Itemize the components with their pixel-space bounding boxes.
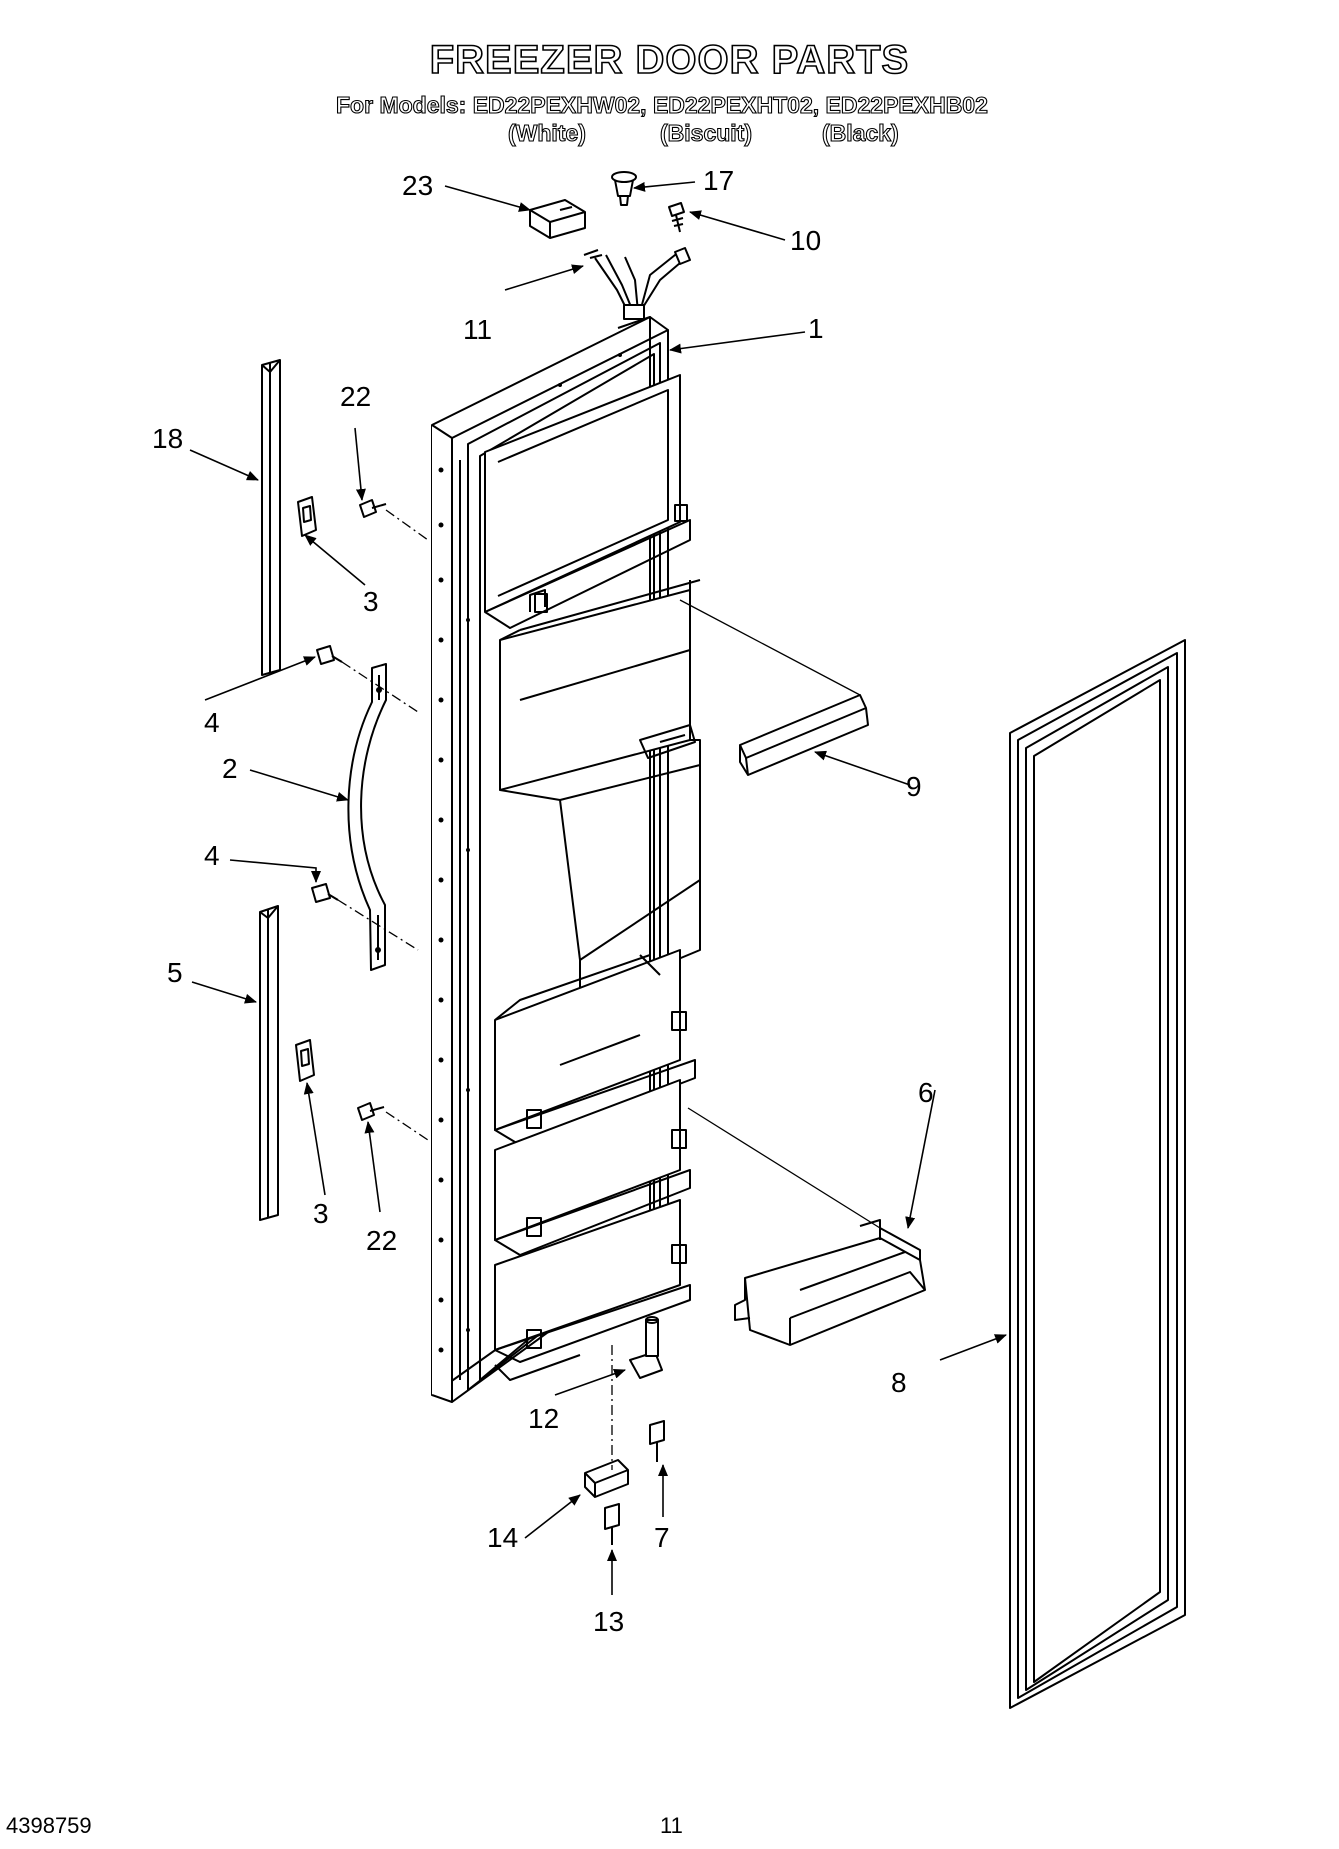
part-9-channel [739,694,869,776]
part-3-clip-top [297,496,317,537]
models-line: For Models: ED22PEXHW02, ED22PEXHT02, ED… [335,91,988,118]
document-number: 4398759 [6,1813,92,1838]
callout-3-bottom: 3 [313,1198,329,1229]
part-7-screw [649,1420,665,1462]
part-2-handle [347,663,387,971]
color-label-white: (White) [507,119,586,146]
part-11-wire-harness [583,247,691,320]
callout-5: 5 [167,957,183,988]
door-liner [484,374,701,1381]
page-number: 11 [660,1813,683,1838]
part-12-hinge [629,1316,663,1379]
part-10-screw [668,202,685,233]
part-8-gasket [1009,639,1186,1709]
callout-22-bottom: 22 [366,1225,397,1256]
part-3-clip-bottom [295,1039,315,1082]
part-18-trim [261,359,281,676]
callout-9: 9 [906,771,922,802]
part-17-plug [611,171,637,206]
callout-11: 11 [463,314,492,345]
callout-7: 7 [654,1522,670,1553]
callout-4-bottom: 4 [204,840,220,871]
part-14-hinge-block [584,1459,629,1498]
callout-3-top: 3 [363,586,379,617]
callout-labels: 23 17 10 11 1 22 18 3 4 2 9 4 5 6 3 22 8… [152,165,934,1637]
part-22-screw-bottom [357,1102,385,1121]
callout-22-top: 22 [340,381,371,412]
color-label-black: (Black) [821,119,899,146]
callout-17: 17 [703,165,734,196]
callout-10: 10 [790,225,821,256]
part-5-trim [259,905,279,1221]
part-4-screw-top [316,645,343,665]
callout-6: 6 [918,1077,934,1108]
callout-1: 1 [808,313,824,344]
color-label-biscuit: (Biscuit) [659,119,752,146]
door-rivets [438,353,622,1353]
callout-18: 18 [152,423,183,454]
part-23-connector [529,199,586,239]
callout-13: 13 [593,1606,624,1637]
callout-12: 12 [528,1403,559,1434]
callout-8: 8 [891,1367,907,1398]
callout-4-top: 4 [204,707,220,738]
part-13-screw [604,1503,620,1545]
part-6-bin [734,1219,926,1346]
page-title: FREEZER DOOR PARTS [429,37,910,83]
part-4-screw-bottom [311,883,339,903]
callout-23: 23 [402,170,433,201]
callout-14: 14 [487,1522,518,1553]
callout-2: 2 [222,753,238,784]
part-22-screw-top [359,499,387,518]
